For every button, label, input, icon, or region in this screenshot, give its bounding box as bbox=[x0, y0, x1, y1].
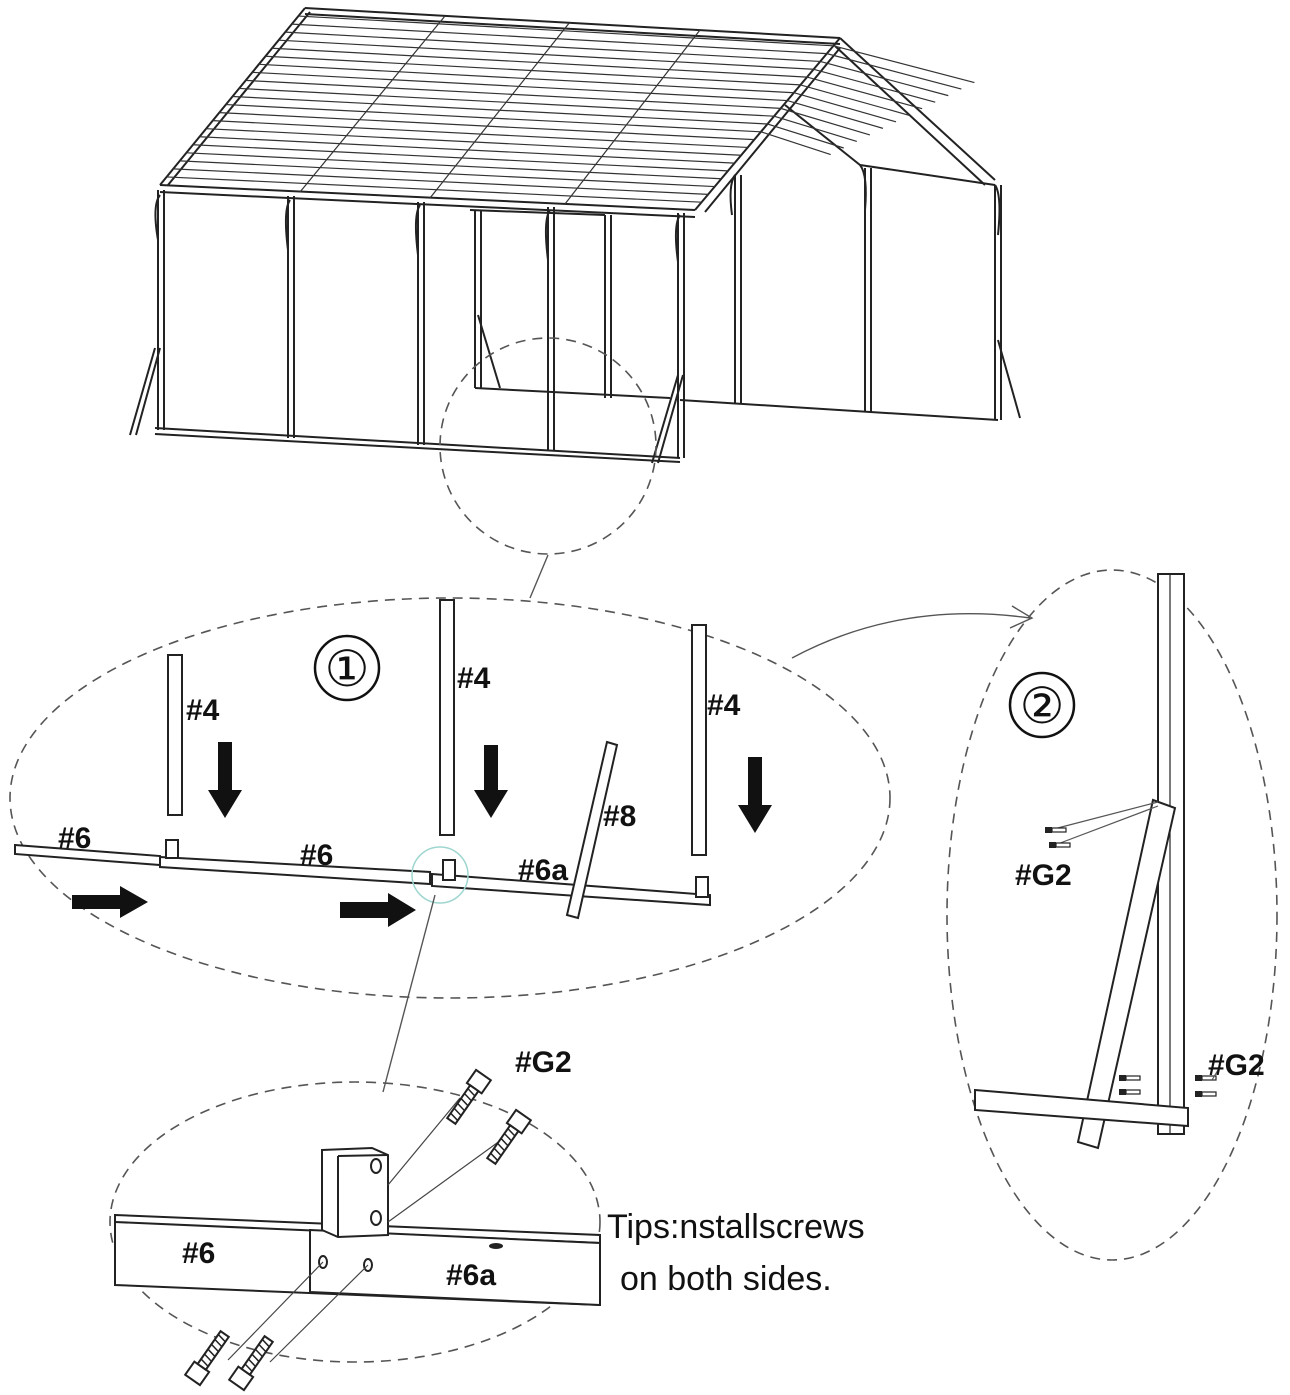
label-part-6: #6 bbox=[58, 822, 91, 855]
detail-parts bbox=[114, 1068, 601, 1392]
brace-8 bbox=[565, 740, 619, 920]
label-bolt-g2: #G2 bbox=[1015, 859, 1072, 892]
arrow-right-icon bbox=[72, 886, 148, 918]
tips-line-2: on both sides. bbox=[620, 1260, 832, 1298]
step1-parts bbox=[14, 599, 711, 920]
label-part-6a: #6a bbox=[518, 854, 568, 887]
socket-left bbox=[165, 839, 179, 859]
step2-callout-ellipse bbox=[946, 569, 1278, 1261]
bolt-icon bbox=[228, 1332, 278, 1392]
arrow-down-icon bbox=[474, 745, 508, 818]
leader-line-1 bbox=[529, 554, 549, 599]
step1-badge bbox=[313, 634, 381, 702]
detail-callout-ellipse bbox=[109, 1081, 601, 1363]
connector-arrow bbox=[791, 613, 1031, 659]
label-bolt-g2: #G2 bbox=[1208, 1049, 1265, 1082]
socket-right bbox=[695, 876, 709, 898]
post-4-right bbox=[691, 624, 707, 856]
arrow-down-icon bbox=[208, 742, 242, 818]
leader-line-2 bbox=[382, 894, 436, 1093]
post-4-middle bbox=[439, 599, 455, 836]
rail-6-middle bbox=[159, 855, 431, 886]
step2-parts bbox=[974, 573, 1219, 1150]
label-part-6: #6 bbox=[182, 1237, 215, 1270]
greenhouse-frame bbox=[129, 7, 1021, 464]
bolt-icon bbox=[442, 1068, 492, 1128]
label-part-6a: #6a bbox=[446, 1259, 496, 1292]
label-part-4: #4 bbox=[457, 662, 491, 695]
rail-6a bbox=[431, 872, 711, 907]
label-part-4: #4 bbox=[186, 694, 220, 727]
brace-detail bbox=[1076, 798, 1177, 1150]
label-part-4: #4 bbox=[707, 689, 741, 722]
bolt-icon bbox=[482, 1108, 532, 1168]
step1-callout-ellipse bbox=[9, 597, 891, 999]
joint-callout-ring bbox=[411, 846, 469, 904]
label-bolt-g2: #G2 bbox=[515, 1046, 572, 1079]
arrow-head-icon bbox=[1009, 605, 1034, 629]
roof-purlins bbox=[166, 15, 975, 203]
arrow-down-icon bbox=[738, 757, 772, 833]
post-4-left bbox=[167, 654, 183, 816]
label-part-6: #6 bbox=[300, 839, 333, 872]
bolt-icon bbox=[184, 1327, 234, 1387]
arrow-right-icon bbox=[340, 893, 416, 927]
step1-number: ① bbox=[325, 641, 370, 697]
detail-circle-frame bbox=[439, 337, 657, 555]
tips-line-1: Tips:nstallscrews bbox=[607, 1208, 865, 1246]
rail-detail bbox=[974, 1088, 1189, 1128]
step2-badge bbox=[1008, 671, 1076, 739]
socket-middle bbox=[442, 859, 456, 881]
label-part-8: #8 bbox=[603, 800, 636, 833]
step2-number: ② bbox=[1020, 678, 1065, 734]
